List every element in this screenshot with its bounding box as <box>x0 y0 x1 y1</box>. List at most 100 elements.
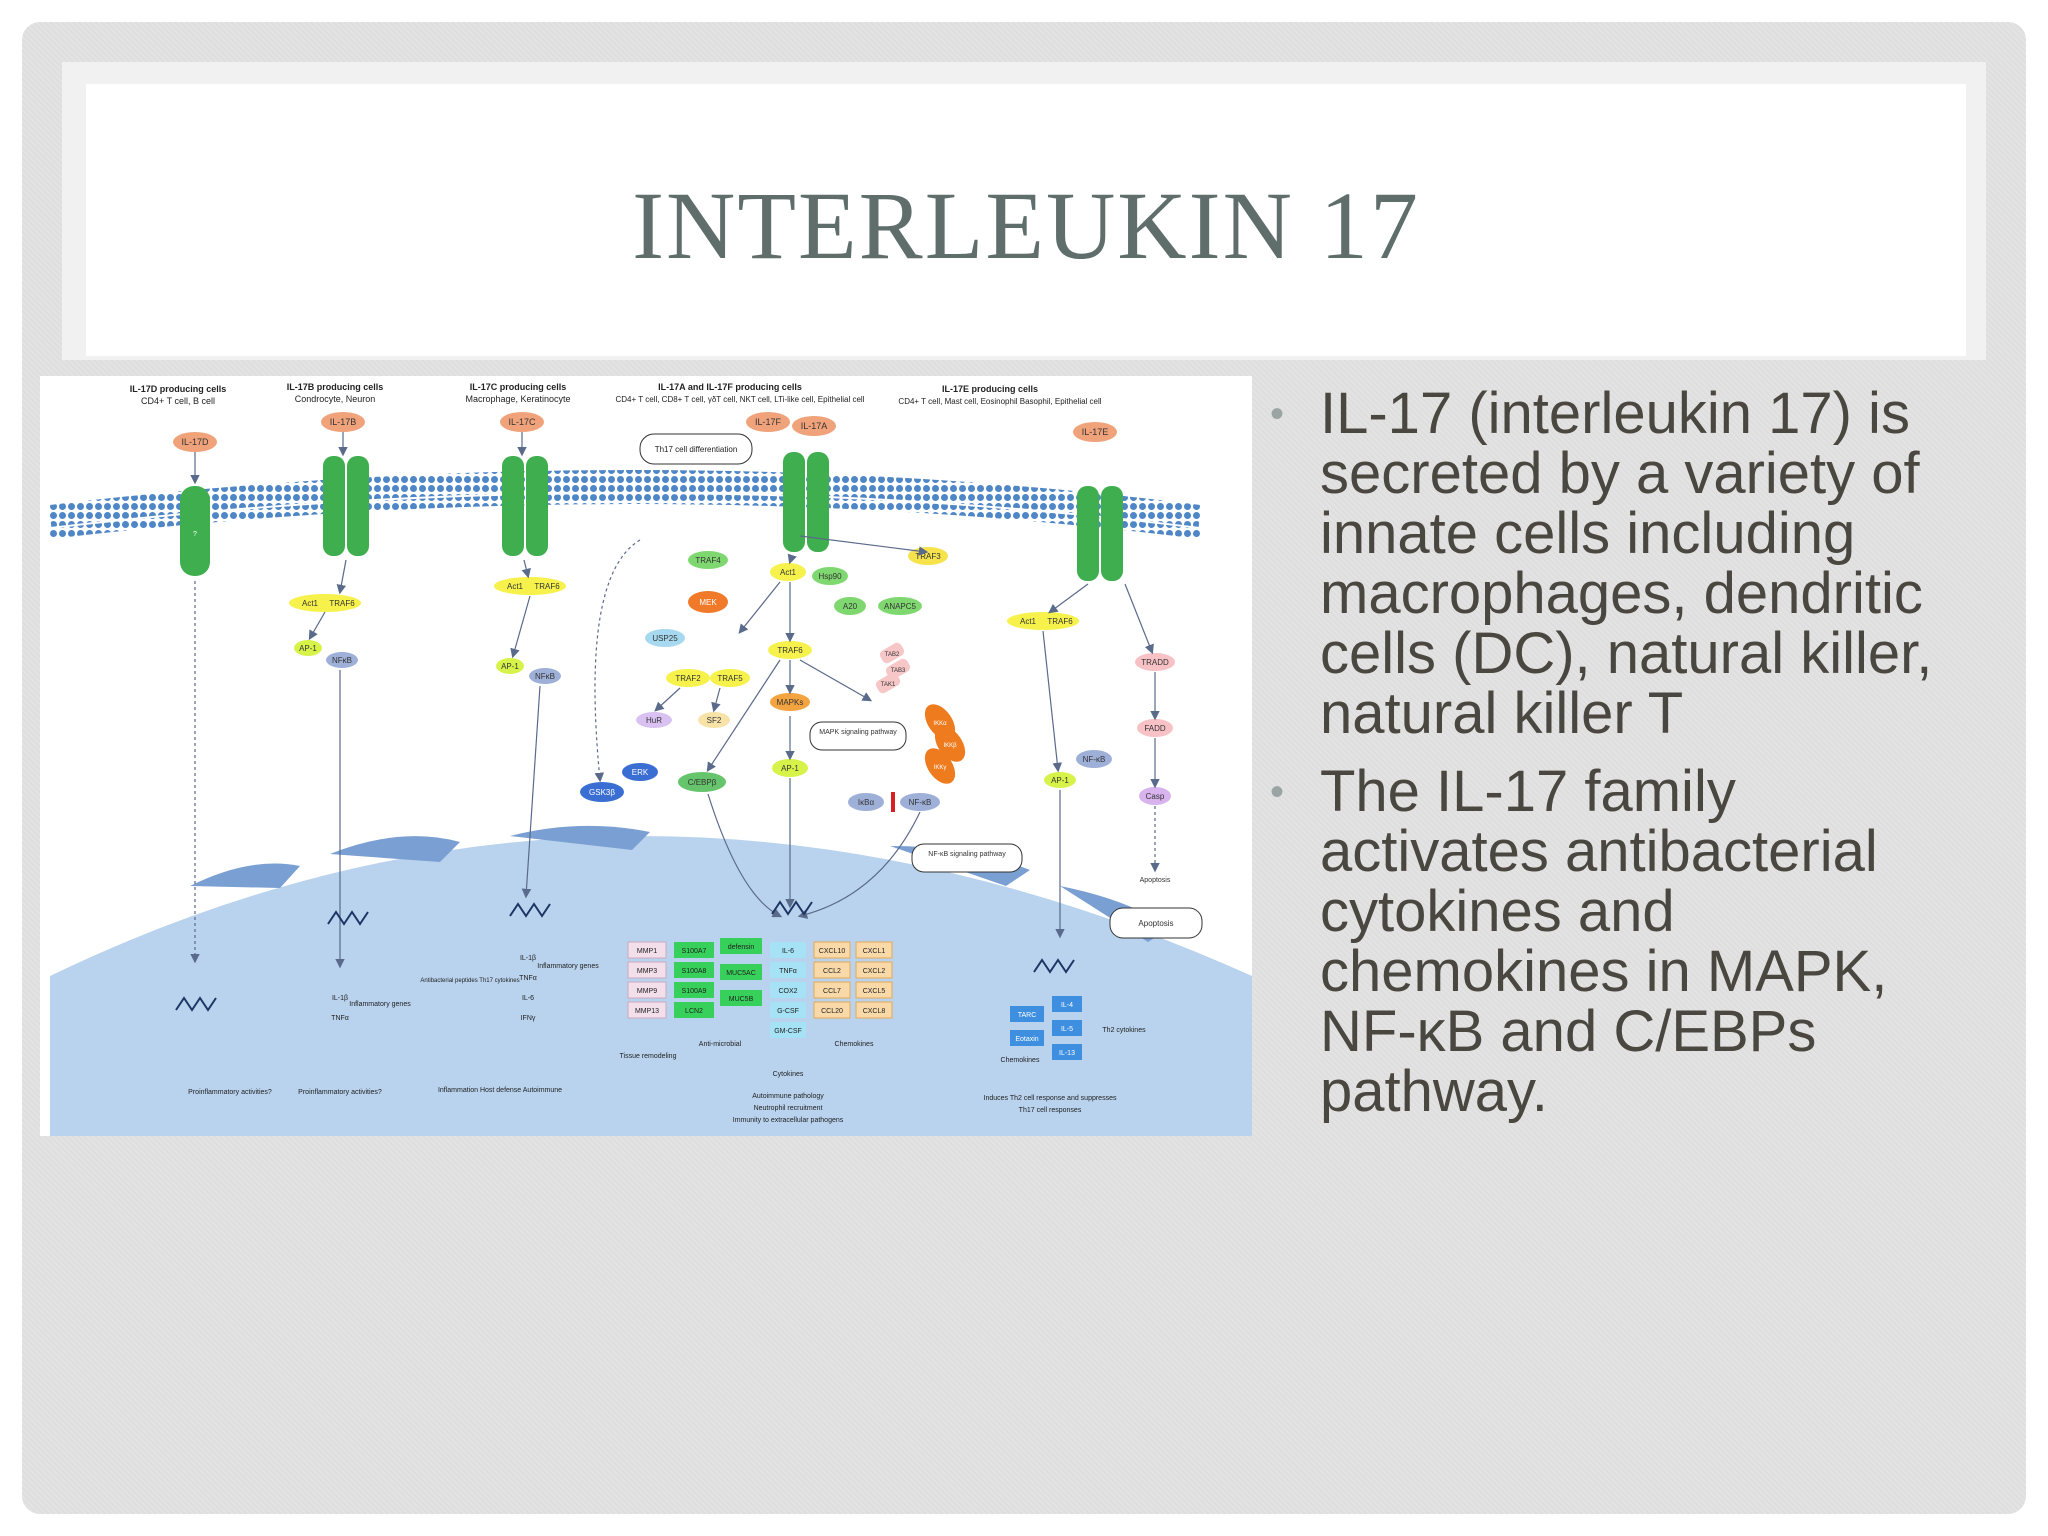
producer-title-17af: IL-17A and IL-17F producing cells <box>658 382 802 392</box>
gene-s100a9: S100A9 <box>682 988 707 995</box>
antibacterial-peptides: Antibacterial peptides Th17 cytokines <box>420 978 519 984</box>
nuclear-pore <box>510 825 650 850</box>
node-hur: HuR <box>646 716 662 725</box>
node-ap1-b: AP-1 <box>299 644 317 653</box>
ligand-il17a: IL-17A <box>801 421 828 431</box>
ligand-il17b: IL-17B <box>330 417 357 427</box>
node-gsk3b: GSK3β <box>589 788 615 797</box>
dna-icon <box>327 910 369 926</box>
gene-lcn2: LCN2 <box>685 1008 703 1015</box>
gene-tnfa-c: TNFα <box>519 975 537 982</box>
node-act1: Act1 <box>780 568 797 577</box>
node-traf6: TRAF6 <box>777 646 803 655</box>
gene-il5: IL-5 <box>1061 1026 1073 1033</box>
bullet-marker: • <box>1270 392 1285 436</box>
gene-cxcl2: CXCL2 <box>863 968 886 975</box>
node-ikkb: IKKβ <box>943 743 957 749</box>
gene-tnfa: TNFα <box>779 968 797 975</box>
outcome-e-1: Induces Th2 cell response and suppresses <box>984 1095 1117 1102</box>
producer-title-17c: IL-17C producing cells <box>470 382 567 392</box>
pathway-svg: IL-17D producing cells CD4+ T cell, B ce… <box>48 382 1252 1136</box>
gene-tnfa-b: TNFα <box>331 1015 349 1022</box>
mapk-signaling-pathway: MAPK signaling pathway <box>819 729 897 736</box>
nfkb-signaling-pathway: NF-κB signaling pathway <box>928 851 1006 858</box>
label-anti-microbial: Anti-microbial <box>699 1041 742 1048</box>
gene-ccl20: CCL20 <box>821 1008 843 1015</box>
label-cytokines: Cytokines <box>773 1071 804 1078</box>
cell-membrane-outer <box>48 470 1202 527</box>
dna-icon <box>1033 958 1075 974</box>
gene-gcsf: G-CSF <box>777 1008 799 1015</box>
receptor-17rb <box>323 456 345 556</box>
gene-inflammatory-c: Inflammatory genes <box>537 963 599 970</box>
node-casp: Casp <box>1146 792 1165 801</box>
gene-cox2: COX2 <box>778 988 797 995</box>
producer-sub-17b: Condrocyte, Neuron <box>295 394 376 404</box>
node-mapks: MAPKs <box>777 698 804 707</box>
node-mek: MEK <box>699 598 717 607</box>
node-act1-c: Act1 <box>507 582 524 591</box>
bullet-text: The IL-17 family activates antibacterial… <box>1320 759 1888 1124</box>
node-ap1-c: AP-1 <box>501 662 519 671</box>
node-erk: ERK <box>632 768 649 777</box>
gene-il1b-b: IL-1β <box>332 995 348 1002</box>
node-traf4: TRAF4 <box>695 556 721 565</box>
gene-defensin: defensin <box>728 944 755 951</box>
outcome-af-2: Neutrophil recruitment <box>754 1105 823 1112</box>
gene-mmp3: MMP3 <box>637 968 657 975</box>
outcome-17b: Proinflammatory activities? <box>298 1089 382 1096</box>
node-ikka: IKKα <box>933 721 947 727</box>
receptor-17ra-af <box>783 452 805 552</box>
receptor-17ra-c <box>526 456 548 556</box>
gene-il6: IL-6 <box>782 948 794 955</box>
slide-title: INTERLEUKIN 17 <box>632 171 1420 279</box>
gene-ifng-c: IFNγ <box>521 1015 536 1022</box>
outcome-e-2: Th17 cell responses <box>1019 1107 1082 1114</box>
receptor-17rb-e <box>1077 486 1099 581</box>
gene-mmp13: MMP13 <box>635 1008 659 1015</box>
cell-membrane-inner <box>49 494 1201 539</box>
node-usp25: USP25 <box>652 634 678 643</box>
label-th2-cytokines: Th2 cytokines <box>1102 1027 1146 1034</box>
gene-cxcl5: CXCL5 <box>863 988 886 995</box>
gene-cxcl10: CXCL10 <box>819 948 846 955</box>
node-act1-e: Act1 <box>1020 617 1037 626</box>
node-ikkg: IKKγ <box>934 765 947 771</box>
receptor-17ra <box>347 456 369 556</box>
node-apoptosis: Apoptosis <box>1140 877 1171 884</box>
il17-pathway-diagram: IL-17D producing cells CD4+ T cell, B ce… <box>40 376 1252 1136</box>
node-tak1: TAK1 <box>881 682 896 688</box>
gene-ccl2: CCL2 <box>823 968 841 975</box>
receptor-unknown <box>180 486 210 576</box>
node-ikba: IκBα <box>858 798 875 807</box>
label-chemokines: Chemokines <box>835 1041 874 1048</box>
node-fadd: FADD <box>1144 724 1166 733</box>
node-traf3: TRAF3 <box>915 552 941 561</box>
node-tab3: TAB3 <box>891 668 906 674</box>
gene-s100a7: S100A7 <box>682 948 707 955</box>
outcome-17c: Inflammation Host defense Autoimmune <box>438 1087 562 1094</box>
node-nfkb-center: NF-κB <box>909 798 932 807</box>
node-nfkb-e: NF-κB <box>1083 755 1106 764</box>
bullet-item: • The IL-17 family activates antibacteri… <box>1270 762 1970 1122</box>
outcome-af-3: Immunity to extracellular pathogens <box>733 1117 844 1124</box>
node-cebpb: C/EBPβ <box>688 778 717 787</box>
outcome-17d: Proinflammatory activities? <box>188 1089 272 1096</box>
gene-mmp9: MMP9 <box>637 988 657 995</box>
node-sf2: SF2 <box>707 716 722 725</box>
producer-title-17e: IL-17E producing cells <box>942 384 1038 394</box>
node-tab2: TAB2 <box>885 652 900 658</box>
dna-icon <box>509 902 551 918</box>
bullet-marker: • <box>1270 770 1285 814</box>
producer-sub-17d: CD4+ T cell, B cell <box>141 396 215 406</box>
gene-muc5b: MUC5B <box>729 996 754 1003</box>
node-ap1-e: AP-1 <box>1051 776 1069 785</box>
producer-sub-17af: CD4+ T cell, CD8+ T cell, γδT cell, NKT … <box>616 395 865 404</box>
node-tradd: TRADD <box>1141 658 1169 667</box>
bullet-list: • IL-17 (interleukin 17) is secreted by … <box>1270 384 1970 1140</box>
node-hsp90: Hsp90 <box>818 572 842 581</box>
receptor-17re <box>502 456 524 556</box>
gene-tarc: TARC <box>1018 1012 1037 1019</box>
gene-s100a8: S100A8 <box>682 968 707 975</box>
apoptosis-box: Apoptosis <box>1138 919 1173 928</box>
